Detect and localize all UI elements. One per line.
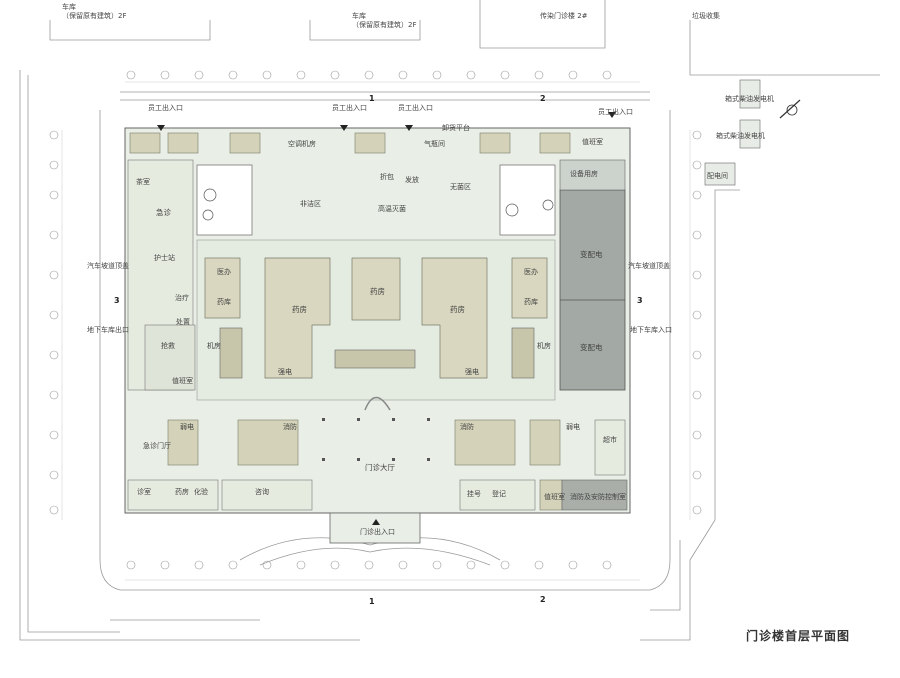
- room-clinic-l: 医办: [217, 268, 231, 276]
- room-nurse: 护士站: [154, 254, 175, 262]
- section-mark-3-left: 3: [114, 296, 120, 305]
- room-pharmacy-l: 药房: [292, 305, 307, 314]
- room-fire-control: 消防及安防控制室: [570, 493, 626, 501]
- room-warehouse-r: 药库: [524, 298, 538, 306]
- room-inquiry: 咨询: [255, 488, 269, 496]
- room-weak-r: 强电: [465, 368, 479, 376]
- room-duty-top: 值班室: [582, 138, 603, 146]
- generator-1-label: 箱式柴油发电机: [725, 95, 774, 103]
- room-duty-b: 值班室: [544, 493, 565, 501]
- infectious-building-label: 传染门诊楼 2#: [540, 12, 588, 20]
- room-ac: 空调机房: [288, 140, 316, 148]
- room-weak-l: 强电: [278, 368, 292, 376]
- ramp-left-label: 汽车坡道顶盖: [87, 262, 129, 270]
- room-infusion: 处置: [176, 318, 190, 326]
- garage-mid-note: （保留原有建筑）2F: [352, 21, 417, 29]
- room-supermarket: 超市: [603, 436, 617, 444]
- room-packing: 折包: [380, 173, 394, 181]
- garage-left-note: （保留原有建筑）2F: [62, 12, 127, 20]
- room-checkin: 登记: [492, 490, 506, 498]
- room-machine-l: 机房: [207, 342, 221, 350]
- room-substation-1: 变配电: [580, 250, 603, 259]
- generator-2-label: 箱式柴油发电机: [716, 132, 765, 140]
- garage-entry-left: 地下车库出口: [87, 326, 129, 334]
- garage-entry-right: 地下车库入口: [630, 326, 672, 334]
- room-sterile: 无菌区: [450, 183, 471, 191]
- room-weak-elec-l: 弱电: [180, 423, 194, 431]
- room-pharmacy-c: 药房: [370, 287, 385, 296]
- room-fire-l: 消防: [283, 423, 297, 431]
- staff-entry-3: 员工出入口: [398, 104, 433, 112]
- section-mark-2-bottom: 2: [540, 595, 546, 604]
- drawing-title: 门诊楼首层平面图: [746, 629, 851, 643]
- dock-label: 卸货平台: [442, 124, 470, 132]
- garage-left-label: 车库: [62, 3, 76, 11]
- garbage-label: 垃圾收集: [692, 12, 720, 20]
- section-mark-1-bottom: 1: [369, 597, 375, 606]
- room-rescue: 抢救: [161, 342, 175, 350]
- room-treat: 治疗: [175, 294, 189, 302]
- room-fire-r: 消防: [460, 423, 474, 431]
- section-mark-2-top: 2: [540, 94, 546, 103]
- room-gas: 气瓶间: [424, 140, 445, 148]
- room-distribute: 发放: [405, 176, 419, 184]
- room-pharmacy-r: 药房: [450, 305, 465, 314]
- room-tea: 茶室: [136, 178, 150, 186]
- room-warehouse-l: 药库: [217, 298, 231, 306]
- room-register: 挂号: [467, 490, 481, 498]
- staff-entry-1: 员工出入口: [148, 104, 183, 112]
- room-machine-r: 机房: [537, 342, 551, 350]
- staff-entry-2: 员工出入口: [332, 104, 367, 112]
- room-substation-2: 变配电: [580, 343, 603, 352]
- ramp-right-label: 汽车坡道顶盖: [628, 262, 670, 270]
- garage-mid-label: 车库: [352, 12, 366, 20]
- section-mark-3-right: 3: [637, 296, 643, 305]
- section-mark-1-top: 1: [369, 94, 375, 103]
- room-equipment: 设备用房: [570, 170, 598, 178]
- room-weak-elec-r: 弱电: [566, 423, 580, 431]
- room-emergency-hall: 急诊门厅: [143, 442, 171, 450]
- room-emergency: 急诊: [156, 208, 171, 217]
- room-pharmacy-b: 药房: [175, 488, 189, 496]
- power-room-label: 配电间: [707, 172, 728, 180]
- room-duty-left: 值班室: [172, 377, 193, 385]
- room-lab: 化验: [194, 488, 208, 496]
- room-consult: 诊室: [137, 488, 151, 496]
- staff-entry-4: 员工出入口: [598, 108, 633, 116]
- room-lobby: 门诊大厅: [365, 463, 395, 472]
- room-high-temp: 高温灭菌: [378, 205, 406, 213]
- room-non-clean: 非洁区: [300, 200, 321, 208]
- room-clinic-r: 医办: [524, 268, 538, 276]
- main-entry-label: 门诊出入口: [360, 528, 395, 536]
